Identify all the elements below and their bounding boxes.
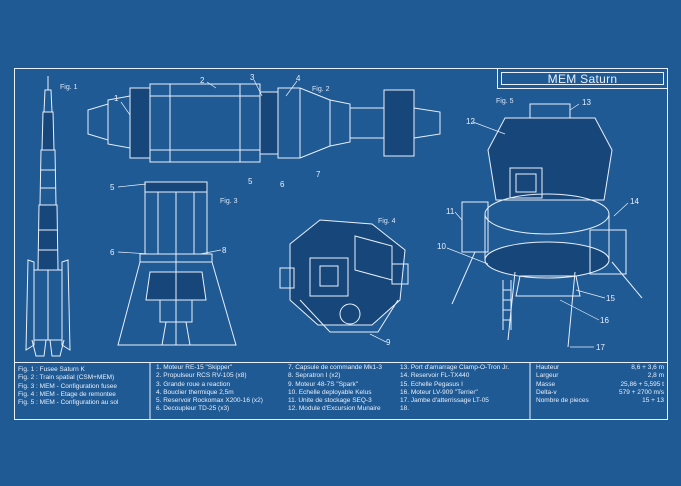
space-train-drawing: [87, 83, 441, 163]
callout-12: 12: [466, 117, 475, 126]
callout-13: 13: [582, 98, 591, 107]
legend-fig5: Fig. 5 : MEM - Configuration au sol: [18, 399, 119, 407]
callout-5b: 5: [110, 183, 115, 192]
legend-fig2: Fig. 2 : Train spatial (CSM+MEM): [18, 374, 115, 382]
callout-1: 1: [114, 94, 119, 103]
spec-label: Delta-v: [536, 388, 557, 396]
part-11: 11. Unite de stockage SEQ-3: [288, 397, 372, 405]
fig5-label: Fig. 5: [496, 98, 514, 105]
callout-7: 7: [316, 170, 321, 179]
part-9: 9. Moteur 48-7S "Spark": [288, 380, 359, 388]
callout-5: 5: [248, 177, 253, 186]
figure-legend: Fig. 1 : Fusee Saturn K Fig. 2 : Train s…: [18, 366, 118, 407]
spec-row-part-count: Nombre de pieces 15 + 13: [536, 397, 664, 405]
part-7: 7. Capsule de commande Mk1-3: [288, 364, 382, 371]
drawing-frame: [14, 68, 668, 420]
part-4: 4. Bouclier thermique 2,5m: [156, 388, 234, 396]
callout-4: 4: [296, 74, 301, 83]
callout-6: 6: [280, 180, 285, 189]
spec-row-height: Hauteur 8,6 + 3,6 m: [536, 364, 664, 372]
legend-fig3: Fig. 3 : MEM - Configuration fusee: [18, 382, 117, 390]
landed-mem-drawing: [451, 103, 643, 348]
spec-label: Hauteur: [536, 364, 560, 371]
part-10: 10. Echelle deployable Kelus: [288, 388, 372, 396]
ascent-stage-drawing: [279, 219, 409, 333]
callout-10: 10: [437, 242, 446, 251]
legend-divider: [14, 362, 668, 419]
callout-15: 15: [606, 294, 615, 303]
spec-row-width: Largeur 2,8 m: [536, 372, 664, 380]
callout-2: 2: [200, 76, 205, 85]
part-18: 18.: [400, 405, 410, 413]
part-16: 16. Moteur LV-909 "Terrier": [400, 388, 478, 396]
part-15: 15. Echelle Pegasus I: [400, 380, 463, 388]
spec-value: 8,6 + 3,6 m: [631, 364, 664, 371]
parts-list-col3: 13. Port d'amarrage Clamp-O-Tron Jr. 14.…: [400, 364, 509, 414]
fig3-label: Fig. 3: [220, 198, 238, 205]
legend-fig1: Fig. 1 : Fusee Saturn K: [18, 366, 85, 373]
spec-value: 25,86 + 5,595 t: [620, 380, 664, 388]
parts-list-col2: 7. Capsule de commande Mk1-3 8. Sepratro…: [288, 364, 382, 414]
callout-11: 11: [446, 207, 455, 216]
part-12: 12. Module d'Excursion Munaire: [288, 405, 381, 413]
part-1: 1. Moteur RE-15 "Skipper": [156, 364, 233, 371]
callout-9: 9: [386, 338, 391, 347]
callout-8: 8: [222, 246, 227, 255]
spec-label: Nombre de pieces: [536, 397, 589, 405]
fig4-label: Fig. 4: [378, 218, 396, 225]
blueprint-title: MEM Saturn: [547, 72, 618, 86]
legend-fig4: Fig. 4 : MEM - Etage de remontee: [18, 390, 116, 398]
saturn-rocket-drawing: [25, 76, 71, 357]
callout-6b: 6: [110, 248, 115, 257]
fig1-label: Fig. 1: [60, 84, 78, 91]
part-6: 6. Decoupleur TD-25 (x3): [156, 405, 230, 413]
title-box: MEM Saturn: [497, 68, 668, 89]
spec-label: Largeur: [536, 372, 559, 380]
part-5: 5. Reservoir Rockomax X200-16 (x2): [156, 397, 263, 405]
spec-value: 579 + 2700 m/s: [619, 388, 664, 396]
fig2-label: Fig. 2: [312, 86, 330, 93]
spec-value: 15 + 13: [642, 397, 664, 405]
callout-17: 17: [596, 343, 605, 352]
spec-label: Masse: [536, 380, 556, 388]
part-14: 14. Reservoir FL-TX440: [400, 372, 470, 380]
part-3: 3. Grande roue a reaction: [156, 380, 231, 388]
part-17: 17. Jambe d'atterrissage LT-05: [400, 397, 489, 405]
parts-list-col1: 1. Moteur RE-15 "Skipper" 2. Propulseur …: [156, 364, 263, 414]
part-8: 8. Sepratron I (x2): [288, 372, 341, 380]
spec-row-delta-v: Delta-v 579 + 2700 m/s: [536, 389, 664, 397]
mem-rocket-config-drawing: [117, 181, 237, 346]
part-2: 2. Propulseur RCS RV-105 (x8): [156, 372, 247, 380]
specifications-table: Hauteur 8,6 + 3,6 m Largeur 2,8 m Masse …: [536, 364, 664, 405]
callout-16: 16: [600, 316, 609, 325]
callout-3: 3: [250, 73, 255, 82]
part-13: 13. Port d'amarrage Clamp-O-Tron Jr.: [400, 364, 510, 371]
callout-14: 14: [630, 197, 639, 206]
spec-row-mass: Masse 25,86 + 5,595 t: [536, 381, 664, 389]
spec-value: 2,8 m: [647, 372, 664, 380]
